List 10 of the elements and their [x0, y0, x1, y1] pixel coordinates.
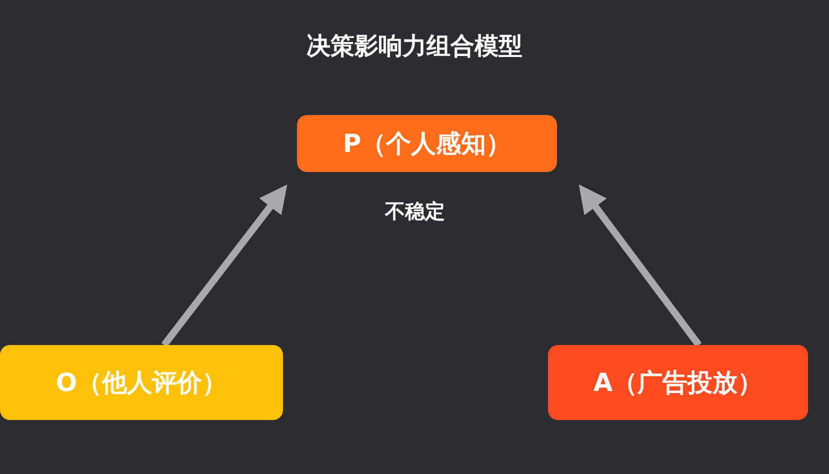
note-text: 不稳定 — [385, 198, 445, 225]
box-label: O（他人评价） — [56, 367, 228, 399]
arrow — [161, 184, 288, 348]
box-label: P（个人感知） — [342, 128, 512, 160]
arrow — [578, 184, 702, 348]
rounded-box — [548, 345, 808, 420]
rounded-box — [297, 115, 557, 172]
rounded-box — [0, 345, 283, 420]
box-label: A（广告投放） — [593, 367, 763, 399]
diagram-title: 决策影响力组合模型 — [306, 31, 524, 62]
